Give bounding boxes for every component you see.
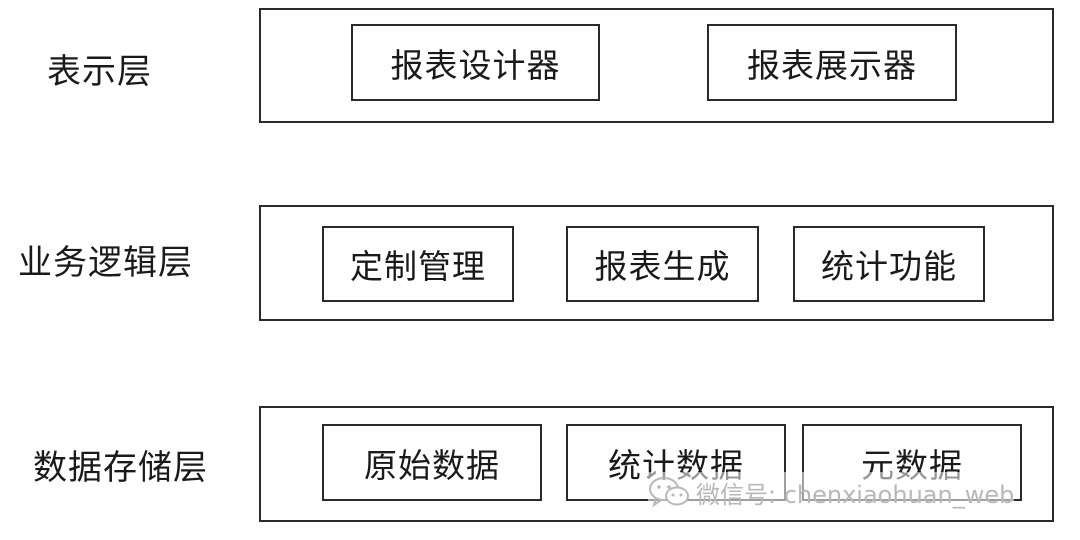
wechat-icon: [649, 477, 689, 508]
layer-label-presentation: 表示层: [47, 52, 152, 92]
layer-label-data-storage: 数据存储层: [33, 448, 208, 488]
layer-label-business-logic: 业务逻辑层: [18, 243, 193, 283]
module-report-generation: 报表生成: [566, 226, 759, 302]
module-custom-management: 定制管理: [322, 226, 514, 302]
module-report-viewer: 报表展示器: [707, 24, 957, 101]
module-statistics-function: 统计功能: [793, 226, 985, 302]
watermark-text: 微信号: chenxiaohuan_web: [696, 480, 1015, 509]
watermark: 微信号: chenxiaohuan_web: [648, 472, 1015, 512]
module-report-designer: 报表设计器: [351, 24, 600, 101]
module-raw-data: 原始数据: [322, 424, 542, 501]
